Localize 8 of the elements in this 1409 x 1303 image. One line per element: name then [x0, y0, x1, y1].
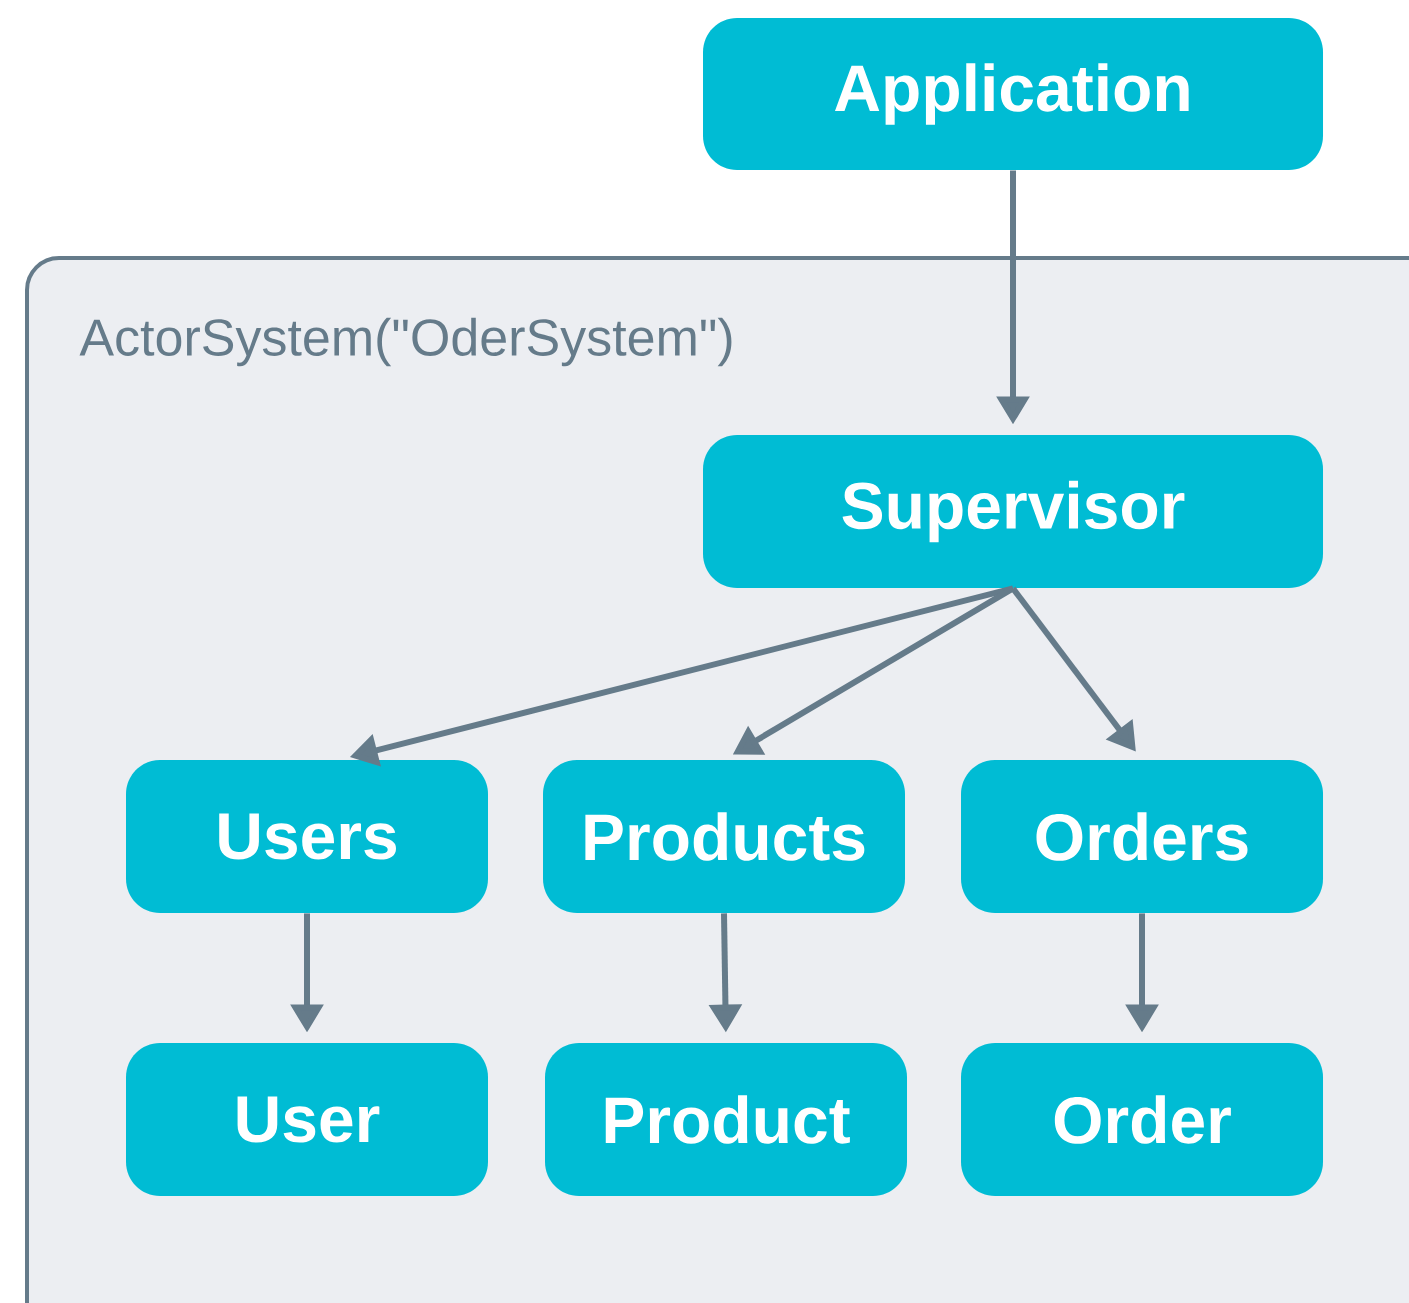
- actor-box: Users: [126, 760, 488, 913]
- actor-box: User: [126, 1043, 488, 1196]
- actor-box: Product: [545, 1043, 907, 1196]
- actor-box: Application: [703, 18, 1323, 170]
- actor-box: Products: [543, 760, 905, 913]
- actor-box: Orders: [961, 760, 1323, 913]
- actor-box: Order: [961, 1043, 1323, 1196]
- actor-box: Supervisor: [703, 435, 1323, 588]
